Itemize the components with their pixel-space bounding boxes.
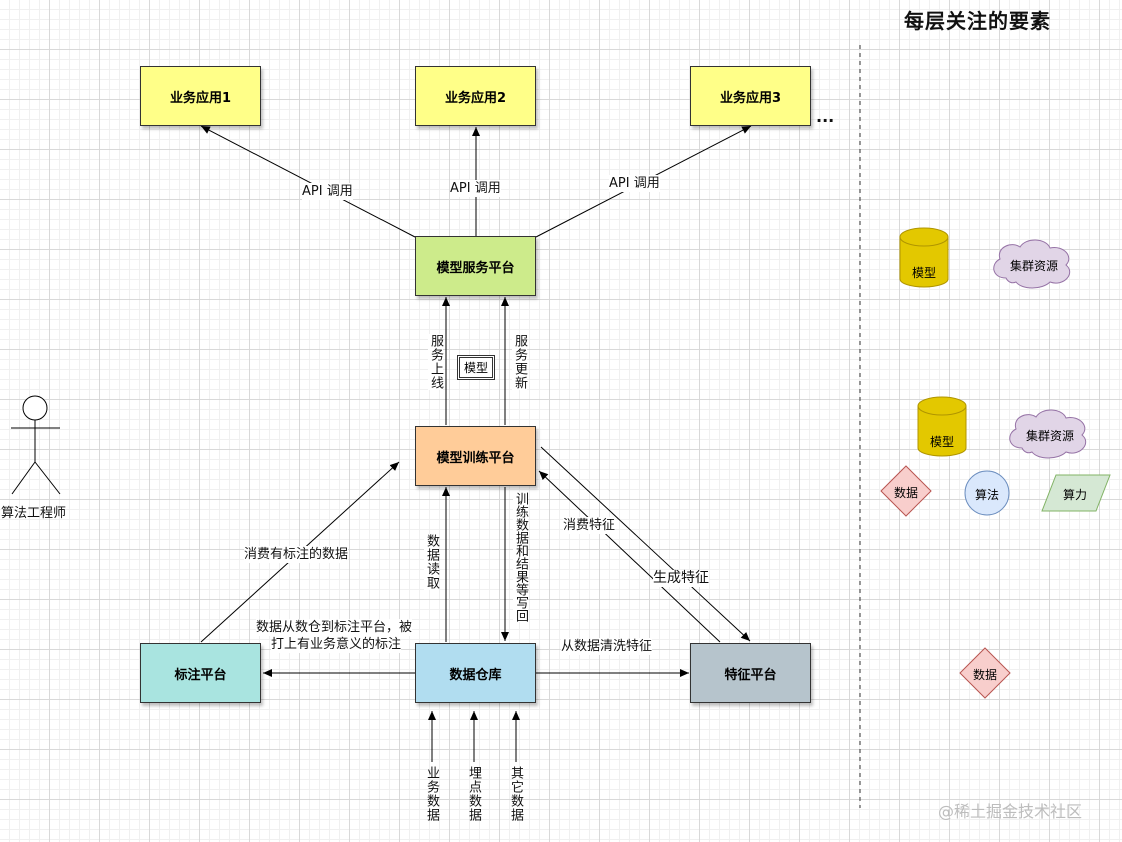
legend-warehouse-data-diamond-icon xyxy=(959,647,1011,699)
edge-label-update: 服务更新 xyxy=(512,334,527,390)
app-node-3[interactable]: 业务应用3 xyxy=(690,66,811,126)
edge-label-consume-labeled: 消费有标注的数据 xyxy=(244,546,349,563)
edge-label-gen-feature: 生成特征 xyxy=(653,570,709,587)
app-node-1[interactable]: 业务应用1 xyxy=(140,66,261,126)
edge-label-data-read: 数据读取 xyxy=(424,534,439,590)
edge-label-to-labeling-line1: 数据从数仓到标注平台，被 xyxy=(256,619,413,636)
legend-training-compute-label: 算力 xyxy=(1062,488,1087,502)
source-label-other-data: 其它数据 xyxy=(508,766,523,822)
apps-more-ellipsis: ... xyxy=(816,107,835,126)
legend-training-algorithm-circle-icon xyxy=(964,470,1010,516)
legend-serving-model-label: 模型 xyxy=(911,266,936,280)
edge-label-to-labeling-line2: 打上有业务意义的标注 xyxy=(271,636,402,653)
edge-label-deploy: 服务上线 xyxy=(428,334,443,390)
edge-feature-to-training xyxy=(538,470,721,643)
edge-label-write-back: 训练数据和结果等写回 xyxy=(513,492,528,622)
labeling-platform-node[interactable]: 标注平台 xyxy=(140,643,261,703)
legend-training-cluster-label: 集群资源 xyxy=(1025,429,1074,443)
edge-label-clean-feature: 从数据清洗特征 xyxy=(561,638,653,655)
legend-warehouse-data-label: 数据 xyxy=(972,668,997,682)
legend-training-compute-parallelogram-icon xyxy=(1041,474,1111,512)
edge-label-consume-feature: 消费特征 xyxy=(563,517,616,534)
edge-label-api-call-3: API 调用 xyxy=(609,175,660,192)
legend-title: 每层关注的要素 xyxy=(904,9,1051,33)
legend-serving-cluster-label: 集群资源 xyxy=(1009,259,1058,273)
edge-training-to-feature xyxy=(540,446,751,642)
actor-figure-icon xyxy=(11,395,61,495)
legend-training-model-label: 模型 xyxy=(929,435,954,449)
feature-platform-node[interactable]: 特征平台 xyxy=(690,643,811,703)
actor-label: 算法工程师 xyxy=(1,506,67,521)
legend-training-cluster-cloud-icon xyxy=(1009,409,1087,459)
edge-serving-to-app1 xyxy=(200,125,416,238)
watermark: @稀土掘金技术社区 xyxy=(938,802,1083,821)
legend-training-model-cylinder-icon xyxy=(917,396,967,457)
legend-training-data-diamond-icon xyxy=(880,465,932,517)
source-label-tracking-data: 埋点数据 xyxy=(466,766,481,822)
model-artifact-tag: 模型 xyxy=(457,355,496,380)
edge-label-api-call-1: API 调用 xyxy=(302,183,353,200)
legend-training-algorithm-label: 算法 xyxy=(974,488,999,502)
app-node-2[interactable]: 业务应用2 xyxy=(415,66,536,126)
legend-serving-model-cylinder-icon xyxy=(899,227,949,288)
model-serving-platform-node[interactable]: 模型服务平台 xyxy=(415,236,536,296)
edge-label-api-call-2: API 调用 xyxy=(450,180,501,197)
legend-serving-cluster-cloud-icon xyxy=(993,239,1071,289)
model-training-platform-node[interactable]: 模型训练平台 xyxy=(415,426,536,486)
legend-training-data-label: 数据 xyxy=(893,486,918,500)
data-warehouse-node[interactable]: 数据仓库 xyxy=(415,643,536,703)
source-label-biz-data: 业务数据 xyxy=(424,766,439,822)
